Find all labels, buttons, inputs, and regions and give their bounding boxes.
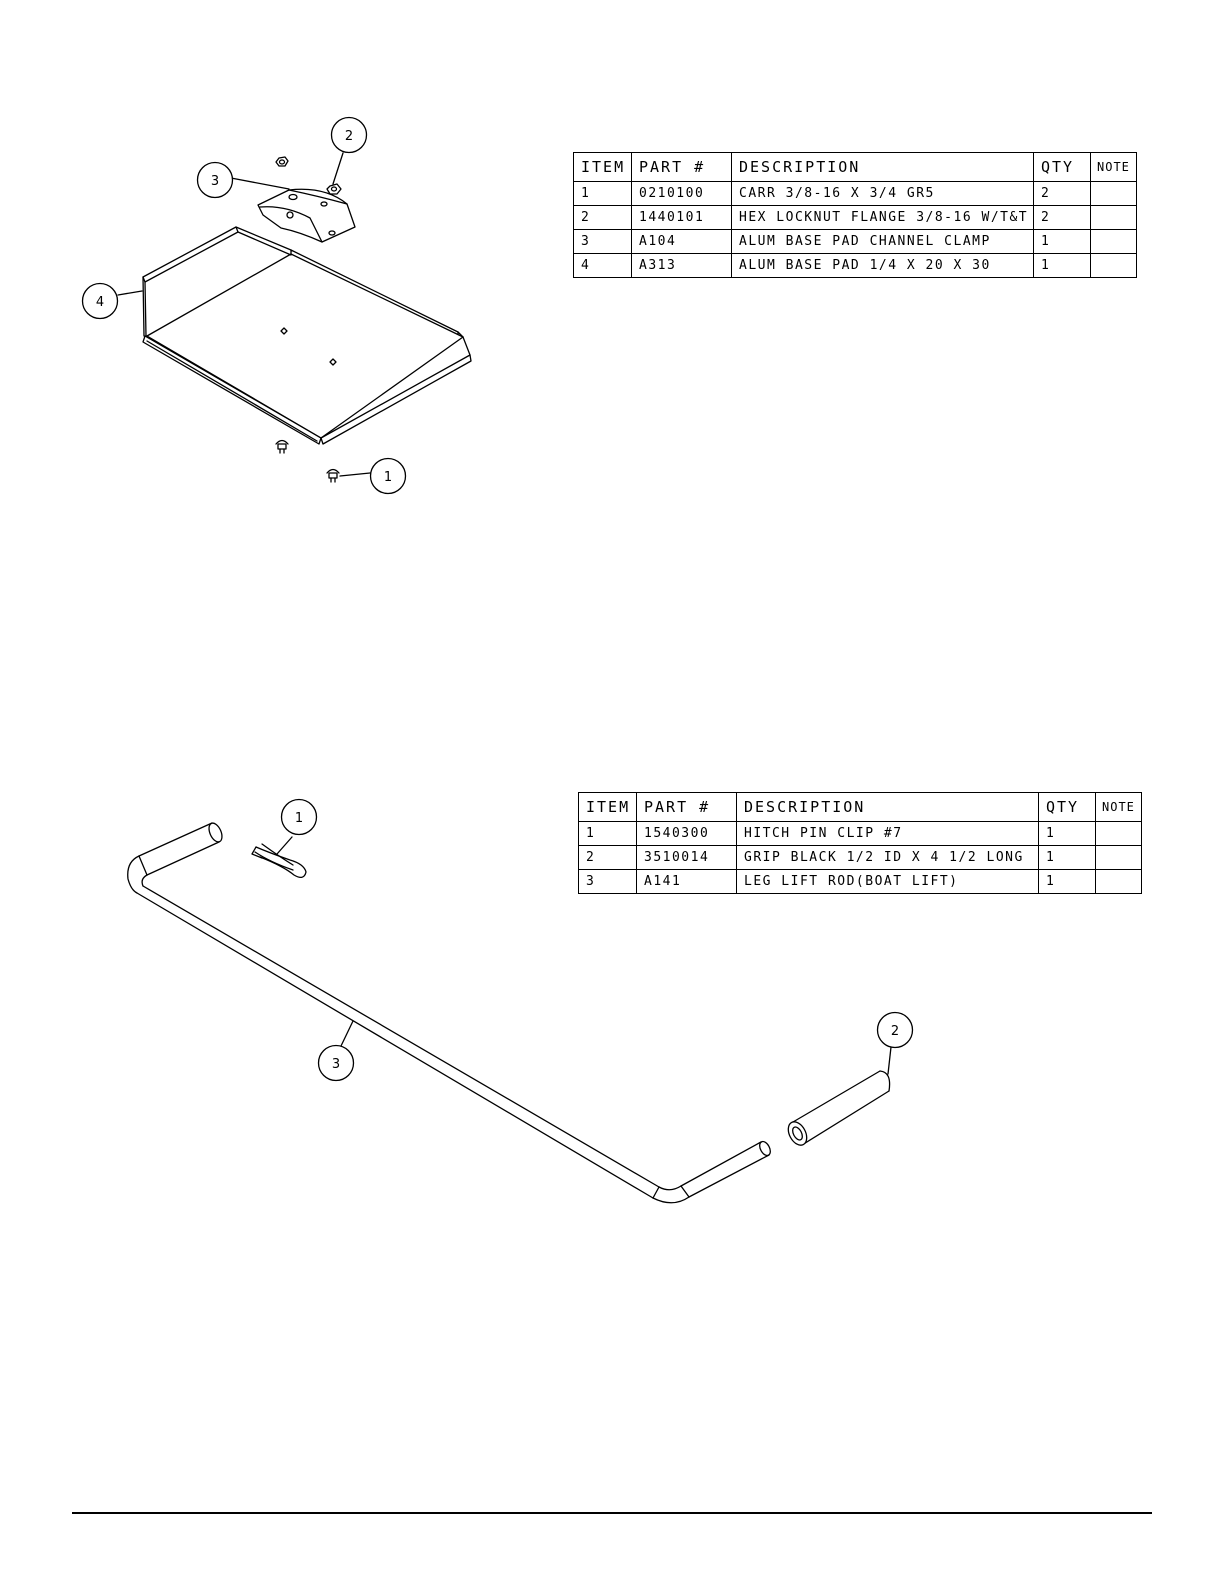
channel-clamp <box>257 188 356 243</box>
header-note: NOTE <box>1095 792 1142 822</box>
header-part-number: PART # <box>631 152 732 182</box>
header-item: ITEM <box>578 792 637 822</box>
base-pad-plate <box>142 226 472 445</box>
cell-part-number: A313 <box>631 253 732 278</box>
cell-qty: 2 <box>1033 205 1091 230</box>
cell-qty: 2 <box>1033 181 1091 206</box>
grip-black <box>787 1070 891 1146</box>
header-qty: QTY <box>1038 792 1096 822</box>
base-pad-parts-table: ITEM PART # DESCRIPTION QTY NOTE 1 02101… <box>573 152 1137 278</box>
cell-item: 2 <box>573 205 632 230</box>
cell-qty: 1 <box>1038 821 1096 846</box>
balloon-base-1: 1 <box>384 470 392 485</box>
header-description: DESCRIPTION <box>736 792 1039 822</box>
cell-description: LEG LIFT ROD(BOAT LIFT) <box>736 869 1039 894</box>
cell-item: 2 <box>578 845 637 870</box>
cell-description: ALUM BASE PAD 1/4 X 20 X 30 <box>731 253 1034 278</box>
table-row: 2 1440101 HEX LOCKNUT FLANGE 3/8-16 W/T&… <box>573 205 1137 230</box>
cell-description: CARR 3/8-16 X 3/4 GR5 <box>731 181 1034 206</box>
cell-item: 4 <box>573 253 632 278</box>
table-row: 1 1540300 HITCH PIN CLIP #7 1 <box>578 821 1142 846</box>
cell-part-number: 0210100 <box>631 181 732 206</box>
cell-note <box>1095 821 1142 846</box>
table-row: 1 0210100 CARR 3/8-16 X 3/4 GR5 2 <box>573 181 1137 206</box>
cell-description: GRIP BLACK 1/2 ID X 4 1/2 LONG <box>736 845 1039 870</box>
cell-item: 1 <box>578 821 637 846</box>
balloon-base-3: 3 <box>211 174 219 189</box>
cell-qty: 1 <box>1033 253 1091 278</box>
table-row: 3 A141 LEG LIFT ROD(BOAT LIFT) 1 <box>578 869 1142 894</box>
base-pad-leaders <box>117 152 371 477</box>
header-note: NOTE <box>1090 152 1137 182</box>
leg-lift-parts-table: ITEM PART # DESCRIPTION QTY NOTE 1 15403… <box>578 792 1142 894</box>
cell-note <box>1090 205 1137 230</box>
table-row: 2 3510014 GRIP BLACK 1/2 ID X 4 1/2 LONG… <box>578 845 1142 870</box>
hex-locknut-parts <box>275 156 342 195</box>
leg-lift-balloon-circles <box>280 798 914 1082</box>
carriage-bolt-parts <box>275 439 340 483</box>
cell-note <box>1090 181 1137 206</box>
balloon-base-2: 2 <box>345 129 353 144</box>
cell-item: 3 <box>578 869 637 894</box>
cell-note <box>1090 253 1137 278</box>
cell-part-number: A104 <box>631 229 732 254</box>
leg-lift-rod <box>127 822 771 1204</box>
base-pad-balloon-circles <box>81 116 407 495</box>
hitch-pin-clip <box>251 843 307 879</box>
cell-qty: 1 <box>1038 869 1096 894</box>
table-header-row: ITEM PART # DESCRIPTION QTY NOTE <box>578 792 1142 822</box>
header-item: ITEM <box>573 152 632 182</box>
cell-qty: 1 <box>1033 229 1091 254</box>
balloon-lift-3: 3 <box>332 1057 340 1072</box>
cell-note <box>1095 869 1142 894</box>
header-part-number: PART # <box>636 792 737 822</box>
balloon-lift-2: 2 <box>891 1024 899 1039</box>
cell-qty: 1 <box>1038 845 1096 870</box>
table-row: 3 A104 ALUM BASE PAD CHANNEL CLAMP 1 <box>573 229 1137 254</box>
cell-part-number: 1440101 <box>631 205 732 230</box>
cell-item: 3 <box>573 229 632 254</box>
cell-part-number: 3510014 <box>636 845 737 870</box>
leg-lift-leaders <box>276 836 892 1075</box>
cell-item: 1 <box>573 181 632 206</box>
balloon-base-4: 4 <box>96 295 104 310</box>
balloon-lift-1: 1 <box>295 811 303 826</box>
header-qty: QTY <box>1033 152 1091 182</box>
cell-note <box>1095 845 1142 870</box>
cell-part-number: 1540300 <box>636 821 737 846</box>
footer-divider <box>72 1512 1152 1514</box>
cell-description: HITCH PIN CLIP #7 <box>736 821 1039 846</box>
cell-description: HEX LOCKNUT FLANGE 3/8-16 W/T&T <box>731 205 1034 230</box>
cell-note <box>1090 229 1137 254</box>
cell-description: ALUM BASE PAD CHANNEL CLAMP <box>731 229 1034 254</box>
table-header-row: ITEM PART # DESCRIPTION QTY NOTE <box>573 152 1137 182</box>
cell-part-number: A141 <box>636 869 737 894</box>
table-row: 4 A313 ALUM BASE PAD 1/4 X 20 X 30 1 <box>573 253 1137 278</box>
header-description: DESCRIPTION <box>731 152 1034 182</box>
